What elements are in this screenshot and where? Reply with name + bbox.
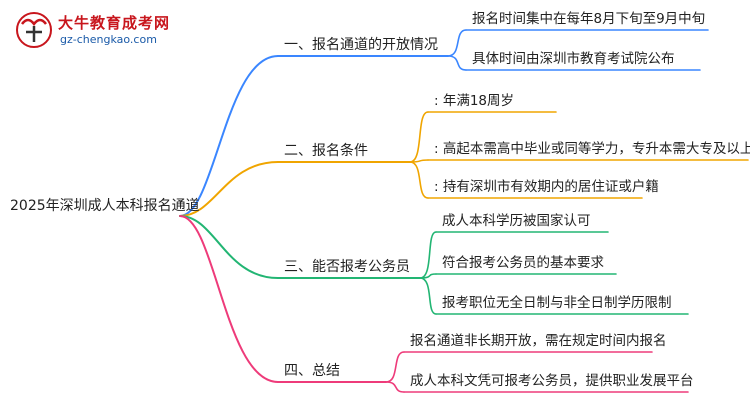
- leaf-connector: [419, 273, 437, 279]
- branch-label: 四、总结: [284, 363, 340, 379]
- branch-connector: [179, 215, 279, 279]
- site-logo: 大牛教育成考网 gz-chengkao.com: [6, 8, 206, 52]
- leaf-connector: [409, 161, 429, 199]
- leaf-connector: [419, 277, 437, 315]
- branch-connector: [179, 55, 279, 217]
- leaf-label: 具体时间由深圳市教育考试院公布: [472, 51, 675, 67]
- branch-connector: [179, 215, 279, 383]
- ox-logo-icon: [16, 12, 52, 48]
- leaf-label: 符合报考公务员的基本要求: [442, 255, 604, 271]
- leaf-label: 成人本科文凭可报考公务员，提供职业发展平台: [410, 373, 694, 389]
- leaf-label: : 持有深圳市有效期内的居住证或户籍: [434, 179, 659, 195]
- branch-label: 一、报名通道的开放情况: [284, 37, 438, 53]
- leaf-connector: [447, 55, 467, 71]
- logo-title: 大牛教育成考网: [58, 14, 171, 32]
- logo-url: gz-chengkao.com: [60, 33, 157, 46]
- leaf-connector: [385, 381, 405, 393]
- leaf-connector: [447, 29, 467, 57]
- leaf-label: 报名时间集中在每年8月下旬至9月中旬: [472, 11, 706, 27]
- root-node: 2025年深圳成人本科报名通道: [10, 198, 200, 214]
- branch-connector: [179, 161, 279, 217]
- branch-label: 二、报名条件: [284, 143, 368, 159]
- leaf-label: 报考职位无全日制与非全日制学历限制: [442, 295, 672, 311]
- leaf-connector: [385, 351, 405, 383]
- leaf-connector: [409, 111, 429, 163]
- leaf-connector: [419, 231, 437, 279]
- leaf-label: : 高起本需高中毕业或同等学力，专升本需大专及以上学历: [434, 141, 750, 157]
- leaf-label: 成人本科学历被国家认可: [442, 213, 591, 229]
- leaf-label: 报名通道非长期开放，需在规定时间内报名: [410, 333, 667, 349]
- leaf-label: : 年满18周岁: [434, 93, 515, 109]
- branch-label: 三、能否报考公务员: [284, 259, 410, 275]
